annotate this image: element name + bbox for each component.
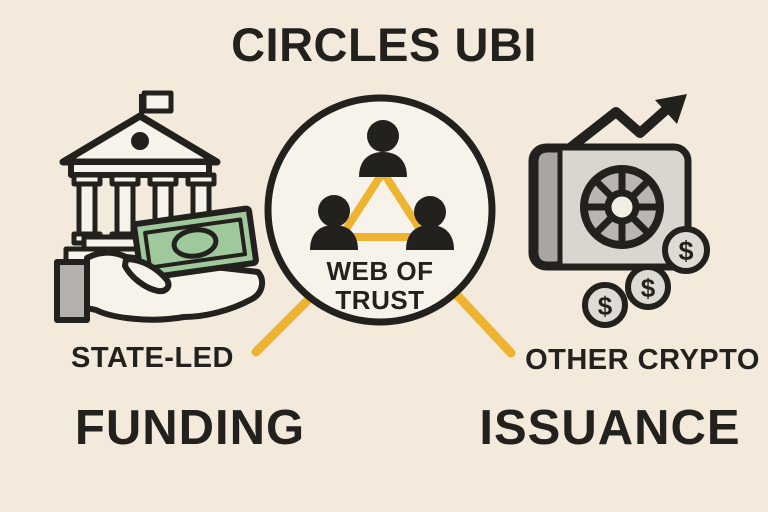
three-people-trust-network-icon [264, 94, 496, 326]
trust-triangle [337, 168, 429, 241]
dollar-coin-symbol: $ [678, 236, 693, 266]
dollar-coins: $ $ $ [582, 226, 710, 328]
government-building-hand-money-icon [54, 90, 266, 323]
safe-icon [528, 143, 692, 271]
coin-icon-bottom: $ [582, 282, 628, 328]
safe-side-panel [533, 147, 563, 267]
right-sublabel: OTHER CRYPTO [525, 344, 760, 376]
safe-dial-icon [580, 165, 664, 249]
connector-line-right [451, 289, 516, 358]
right-label: ISSUANCE [479, 401, 741, 455]
dollar-coin-symbol: $ [598, 291, 613, 321]
thumb [122, 256, 172, 295]
web-of-trust-line2: TRUST [335, 285, 425, 316]
dollar-coin-symbol: $ [641, 273, 656, 303]
coin-icon-top: $ [662, 226, 710, 274]
growth-arrow-icon [565, 94, 687, 153]
person-icon-left [310, 195, 358, 250]
banknote-icon [131, 205, 259, 282]
left-sublabel: STATE-LED [71, 342, 234, 374]
safe-coins-growth-arrow-icon: $ $ $ [528, 94, 710, 328]
web-of-trust-label: WEB OF TRUST [280, 256, 480, 316]
coin-icon-middle: $ [625, 264, 671, 310]
pediment-dot [131, 132, 149, 150]
trust-circle [264, 94, 496, 326]
person-icon-right [406, 196, 454, 250]
web-of-trust-line1: WEB OF [326, 256, 434, 286]
person-icon-top [359, 120, 407, 177]
main-title: CIRCLES UBI [231, 18, 537, 71]
connector-lines [251, 289, 516, 358]
connector-line-left [251, 291, 317, 357]
flag-icon [141, 90, 174, 114]
left-label: FUNDING [74, 401, 306, 455]
government-building-icon [59, 90, 221, 265]
sleeve [54, 259, 90, 323]
